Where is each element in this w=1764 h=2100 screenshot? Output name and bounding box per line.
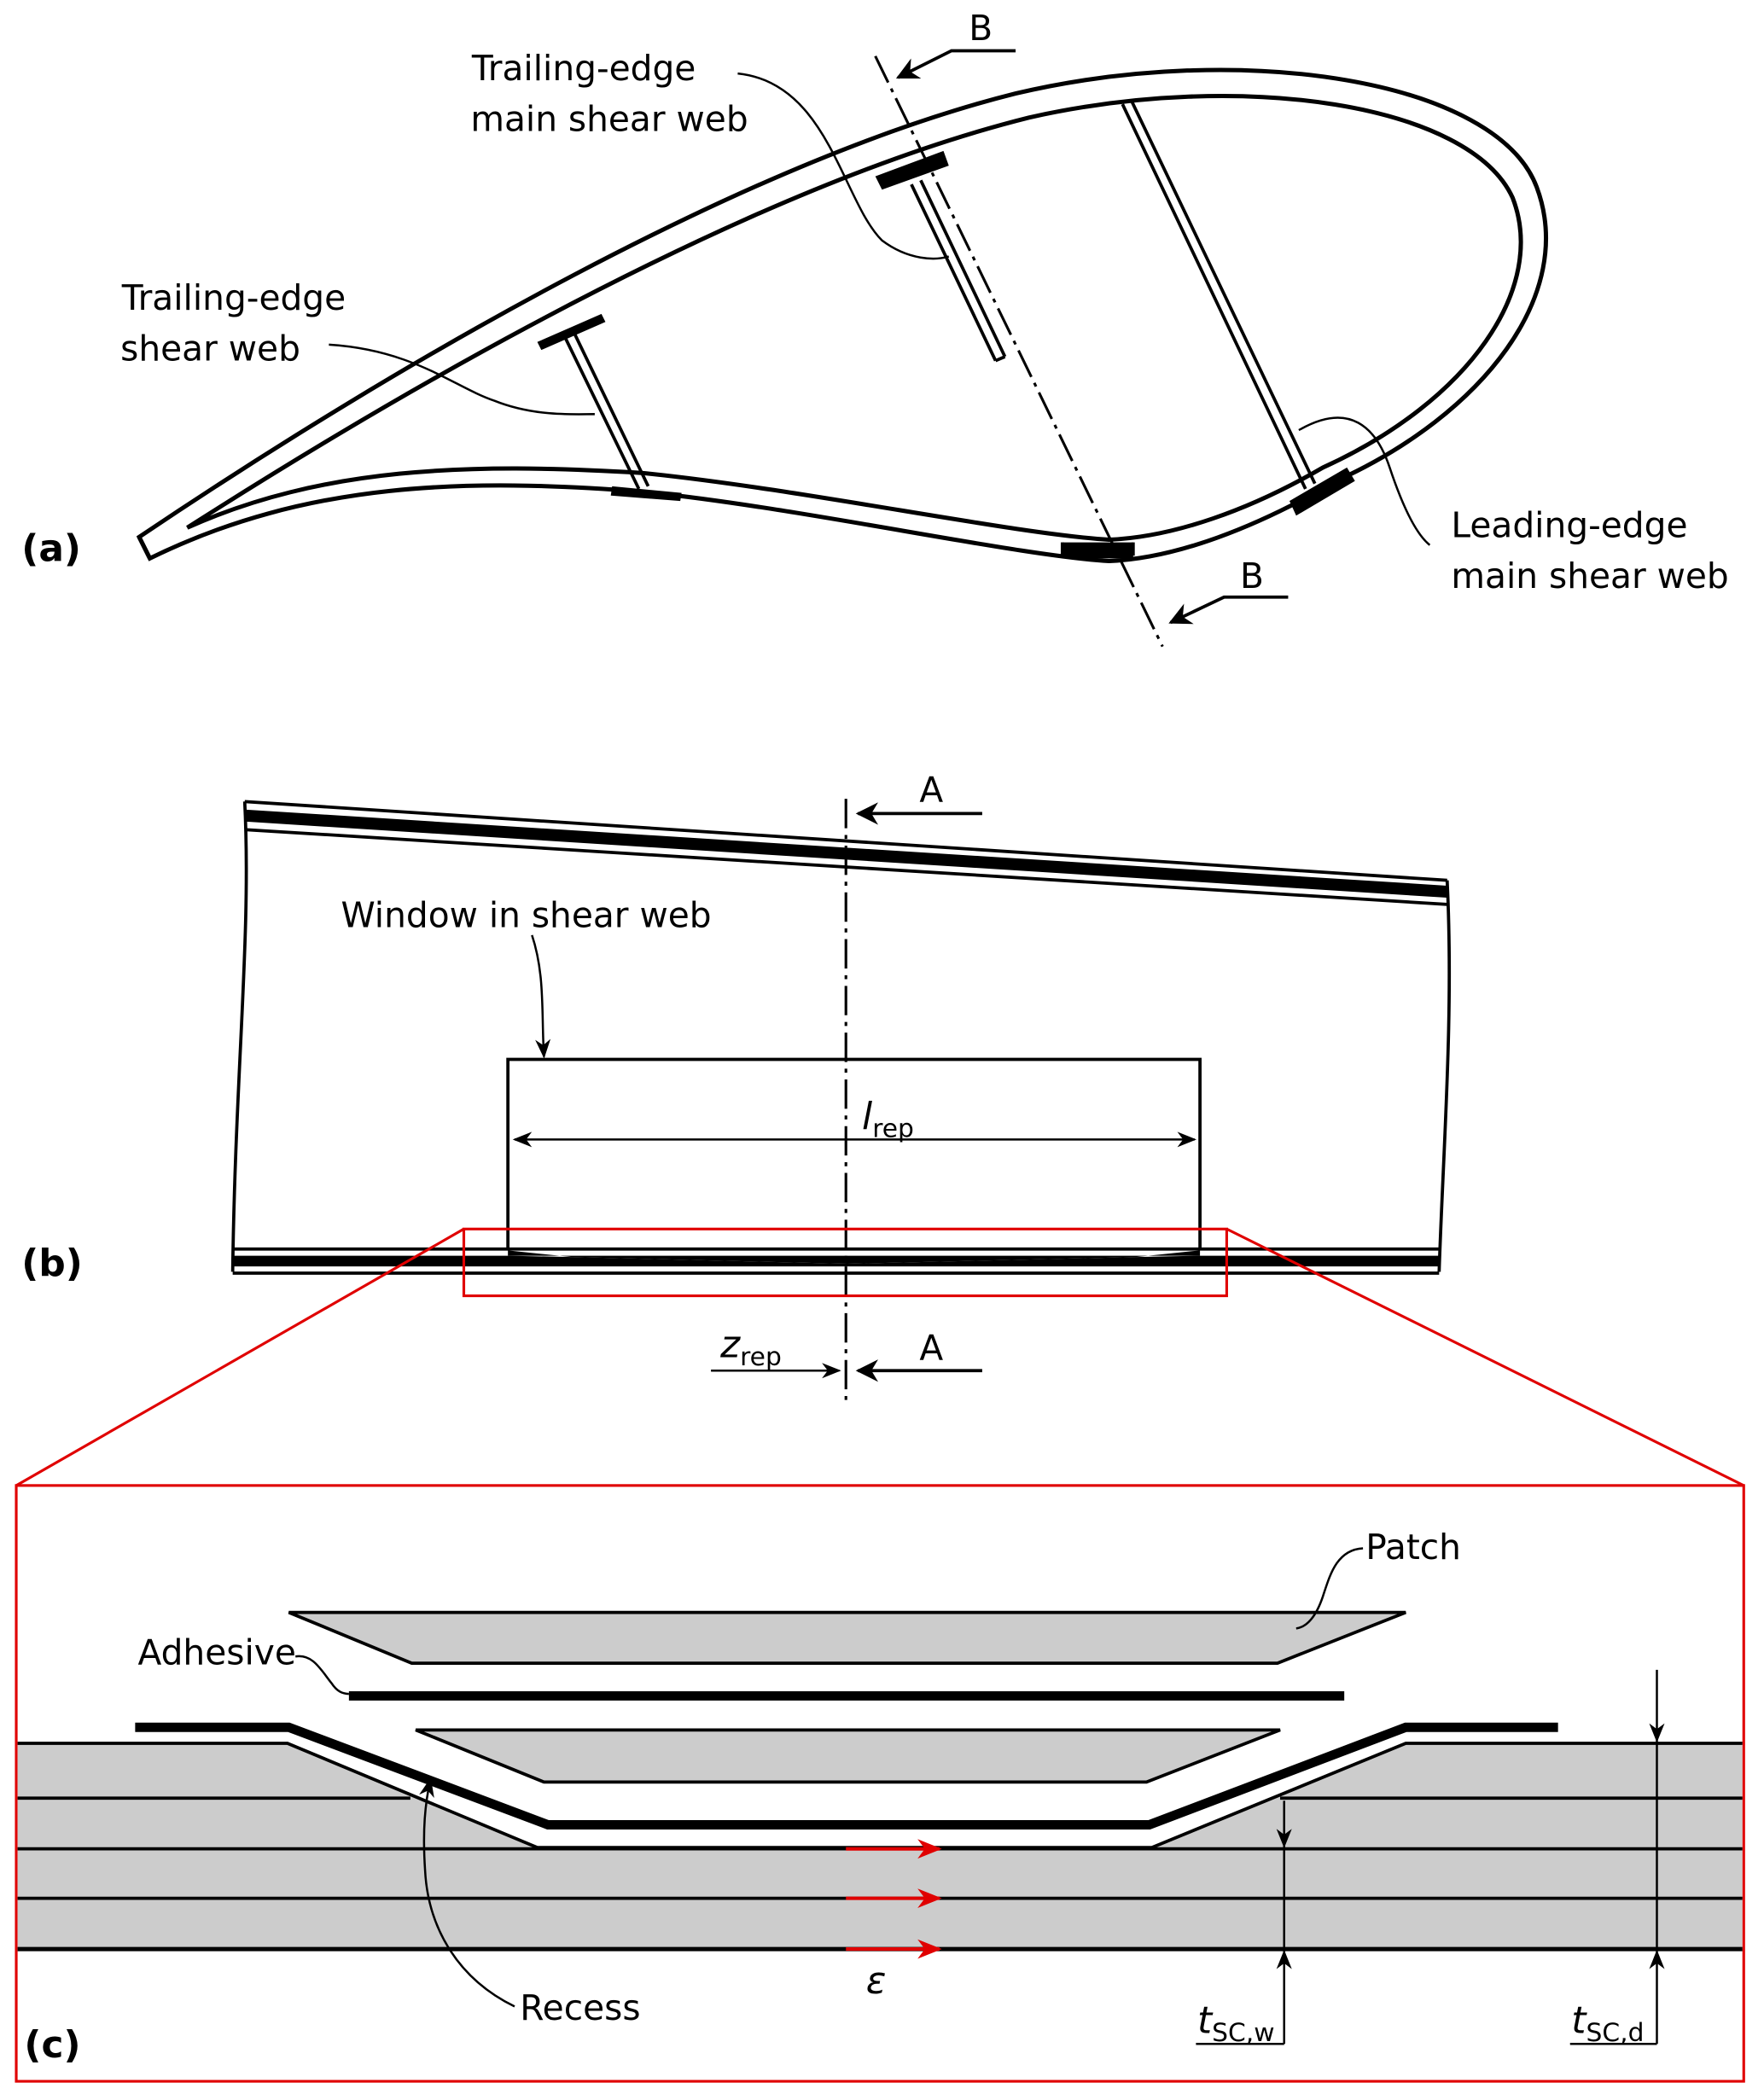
panel-c-tag: (c) [24, 2023, 80, 2067]
label-te-main-web-line2: main shear web [470, 98, 748, 139]
panel-b: (b) Window in shear web lrep A A zrep [21, 769, 1452, 1403]
label-le-main-web-line1: Leading-edge [1451, 504, 1687, 545]
label-patch: Patch [1365, 1527, 1461, 1568]
leader-recess [419, 1777, 515, 2008]
leader-adhesive [295, 1655, 349, 1696]
zoom-connector-right [1225, 1227, 1744, 1487]
te-web-cap-lower [610, 486, 682, 502]
label-le-main-web-line2: main shear web [1451, 556, 1728, 596]
label-z-rep: zrep [719, 1323, 782, 1372]
label-window: Window in shear web [341, 894, 711, 935]
spar-cap-te-upper [875, 150, 949, 190]
adhesive-layer-lower [135, 1722, 1558, 1830]
te-web-cap-upper [537, 313, 606, 351]
section-b-bottom-label: B [1240, 556, 1264, 596]
lower-recess-taper [508, 1250, 1201, 1264]
label-t-sc-d: tSC,d [1571, 1999, 1644, 2048]
label-te-main-web-line1: Trailing-edge [471, 48, 696, 89]
web-cut-left [230, 801, 248, 1272]
inner-patch [415, 1728, 1281, 1784]
lower-spar-cap [232, 1255, 1440, 1267]
zoom-connector-left [15, 1227, 465, 1487]
te-main-shear-web [910, 179, 1007, 363]
label-t-sc-w: tSC,w [1197, 1999, 1275, 2048]
adhesive-layer-upper [348, 1690, 1345, 1701]
window-leader [531, 934, 551, 1059]
section-b-top-label: B [969, 8, 993, 49]
leader-patch [1295, 1547, 1364, 1630]
le-main-shear-web [1121, 101, 1317, 490]
panel-c: (c) ε Patch Adhesive Recess [15, 1484, 1745, 2083]
outer-patch [288, 1610, 1406, 1665]
section-line-b [874, 55, 1164, 648]
section-a-top-label: A [919, 769, 943, 810]
label-strain: ε [866, 1959, 887, 2003]
label-adhesive: Adhesive [138, 1632, 296, 1673]
label-te-web-line1: Trailing-edge [121, 277, 346, 318]
shear-web-window [506, 1057, 1202, 1249]
section-b-bottom-arrow [1168, 595, 1289, 625]
section-a-bottom-label: A [919, 1328, 943, 1369]
label-recess: Recess [520, 1987, 640, 2028]
label-te-web-line2: shear web [120, 329, 300, 369]
detail-frame [15, 1484, 1745, 2083]
leader-le-main-web [1298, 416, 1431, 546]
web-cut-right [1437, 880, 1452, 1272]
leader-te-main-web [737, 72, 950, 260]
leader-te-web [329, 343, 595, 416]
panel-a-tag: (a) [21, 527, 81, 571]
airfoil-inner-skin [186, 93, 1523, 542]
repair-cap-lower [1062, 542, 1133, 559]
detail-highlight-box [462, 1227, 1228, 1298]
panel-b-tag: (b) [21, 1242, 82, 1285]
spar-cap-le-lower [1289, 467, 1355, 516]
label-l-rep: lrep [862, 1095, 914, 1143]
section-b-top-arrow [895, 49, 1016, 79]
te-shear-web [563, 333, 650, 490]
upper-flange-outer [244, 800, 1447, 882]
trailing-edge-cap [137, 536, 152, 560]
panel-a: (a) B B [21, 8, 1729, 648]
